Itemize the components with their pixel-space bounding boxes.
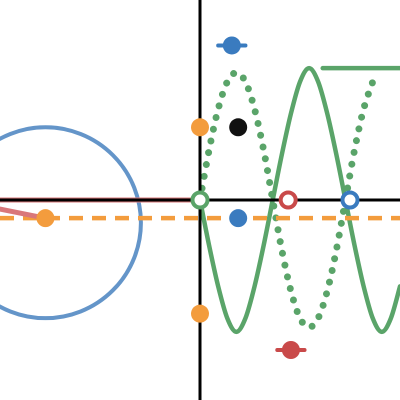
point-4 [229,209,248,228]
point-3 [191,304,209,323]
points-layer [36,36,360,359]
series-dotted-wave [196,69,377,331]
open-point-8 [278,190,298,210]
point-5 [36,209,55,228]
open-point-9 [340,190,360,210]
point-6 [281,341,300,359]
series-solid-wave [197,65,400,335]
open-point-7 [190,190,210,210]
point-1 [229,118,248,137]
series-circle [0,125,143,321]
point-0 [222,36,241,55]
point-2 [191,118,209,137]
